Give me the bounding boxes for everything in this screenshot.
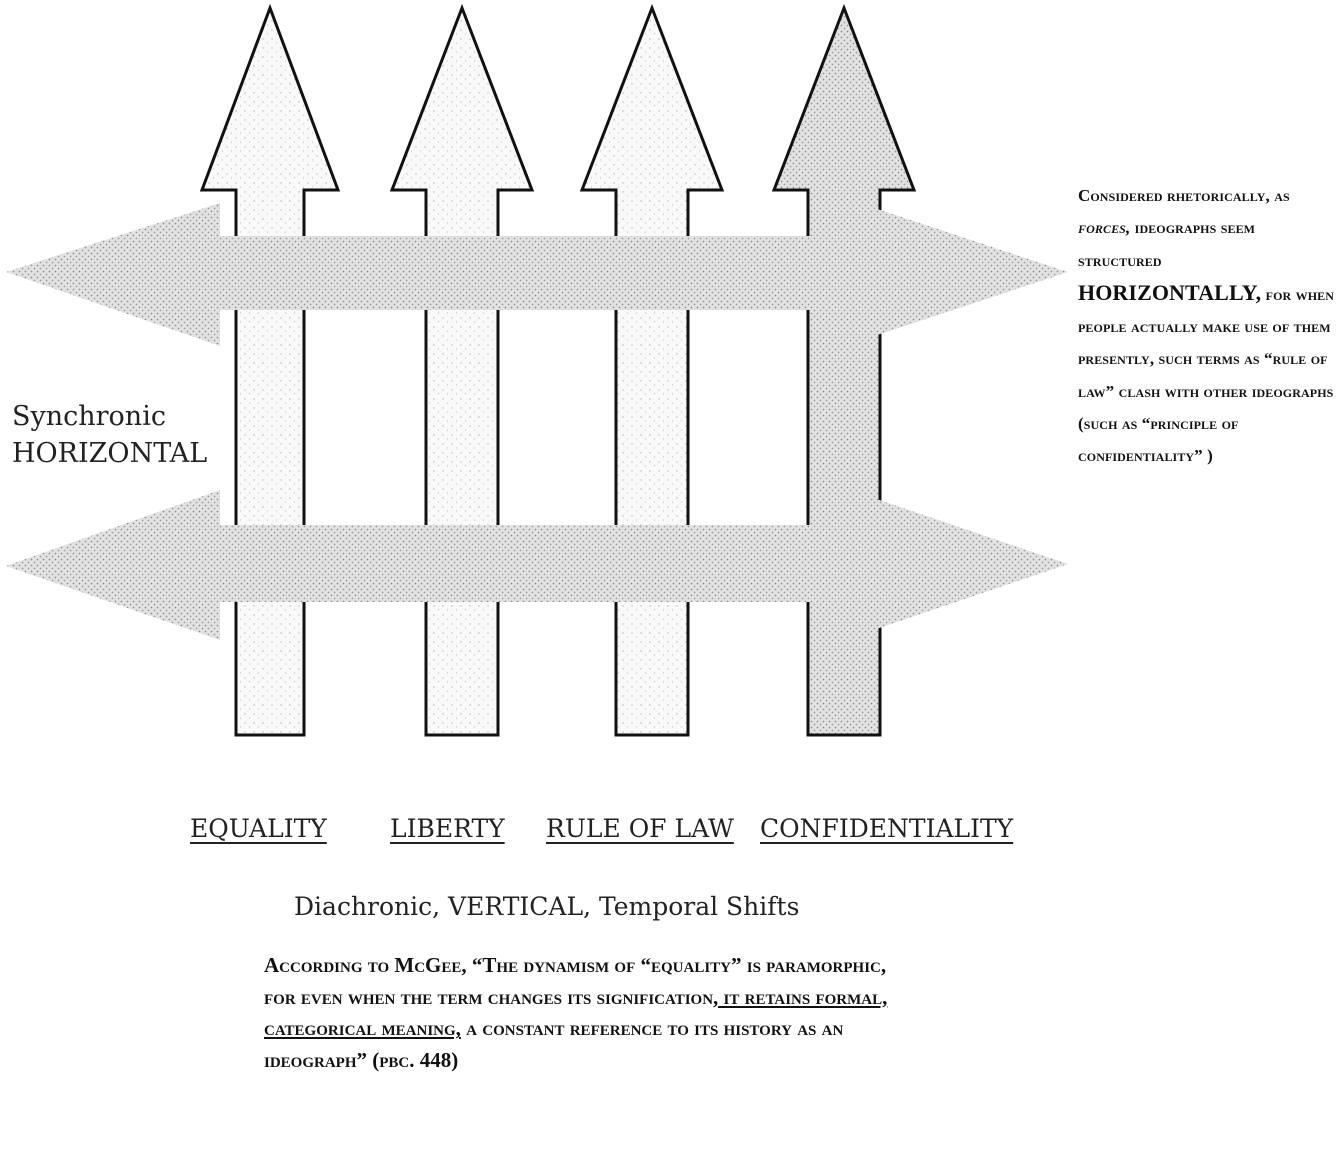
side-note: Considered rhetorically, as forces, ideo… bbox=[1078, 180, 1336, 473]
side-note-part1: Considered rhetorically, as bbox=[1078, 186, 1290, 205]
side-note-part2: ideographs seem structured bbox=[1078, 218, 1256, 270]
side-note-part3: for when people actually make use of the… bbox=[1078, 284, 1335, 466]
quote-part1: According to McGee, “The dynamism of “eq… bbox=[264, 953, 887, 1009]
diachronic-caption: Diachronic, VERTICAL, Temporal Shifts bbox=[294, 892, 800, 921]
category-rule-of-law: RULE OF LAW bbox=[546, 814, 734, 843]
ideograph-diagram bbox=[6, 3, 1068, 737]
vertical-arrow-rule-of-law bbox=[579, 3, 725, 737]
left-label-line2: HORIZONTAL bbox=[12, 438, 208, 469]
left-label-line1: Synchronic bbox=[12, 401, 166, 432]
synchronic-horizontal-label: Synchronic HORIZONTAL bbox=[12, 398, 207, 472]
vertical-arrow-liberty bbox=[389, 3, 535, 737]
quote-part2: a constant reference to its history as a… bbox=[264, 1016, 844, 1073]
quote-underlined: , it retains formal, categorical meaning… bbox=[264, 984, 888, 1041]
vertical-arrow-equality bbox=[199, 3, 341, 737]
category-liberty: LIBERTY bbox=[390, 814, 505, 843]
side-note-forces: forces, bbox=[1078, 218, 1131, 238]
category-confidentiality: CONFIDENTIALITY bbox=[760, 814, 1014, 843]
horizontal-arrow-top bbox=[6, 200, 1068, 346]
vertical-arrow-confidentiality bbox=[771, 3, 917, 737]
category-equality: EQUALITY bbox=[190, 814, 327, 843]
horizontal-arrow-bottom bbox=[6, 490, 1068, 640]
mcgee-quote: According to McGee, “The dynamism of “eq… bbox=[264, 950, 904, 1077]
side-note-horizontally: HORIZONTALLY, bbox=[1078, 279, 1262, 305]
